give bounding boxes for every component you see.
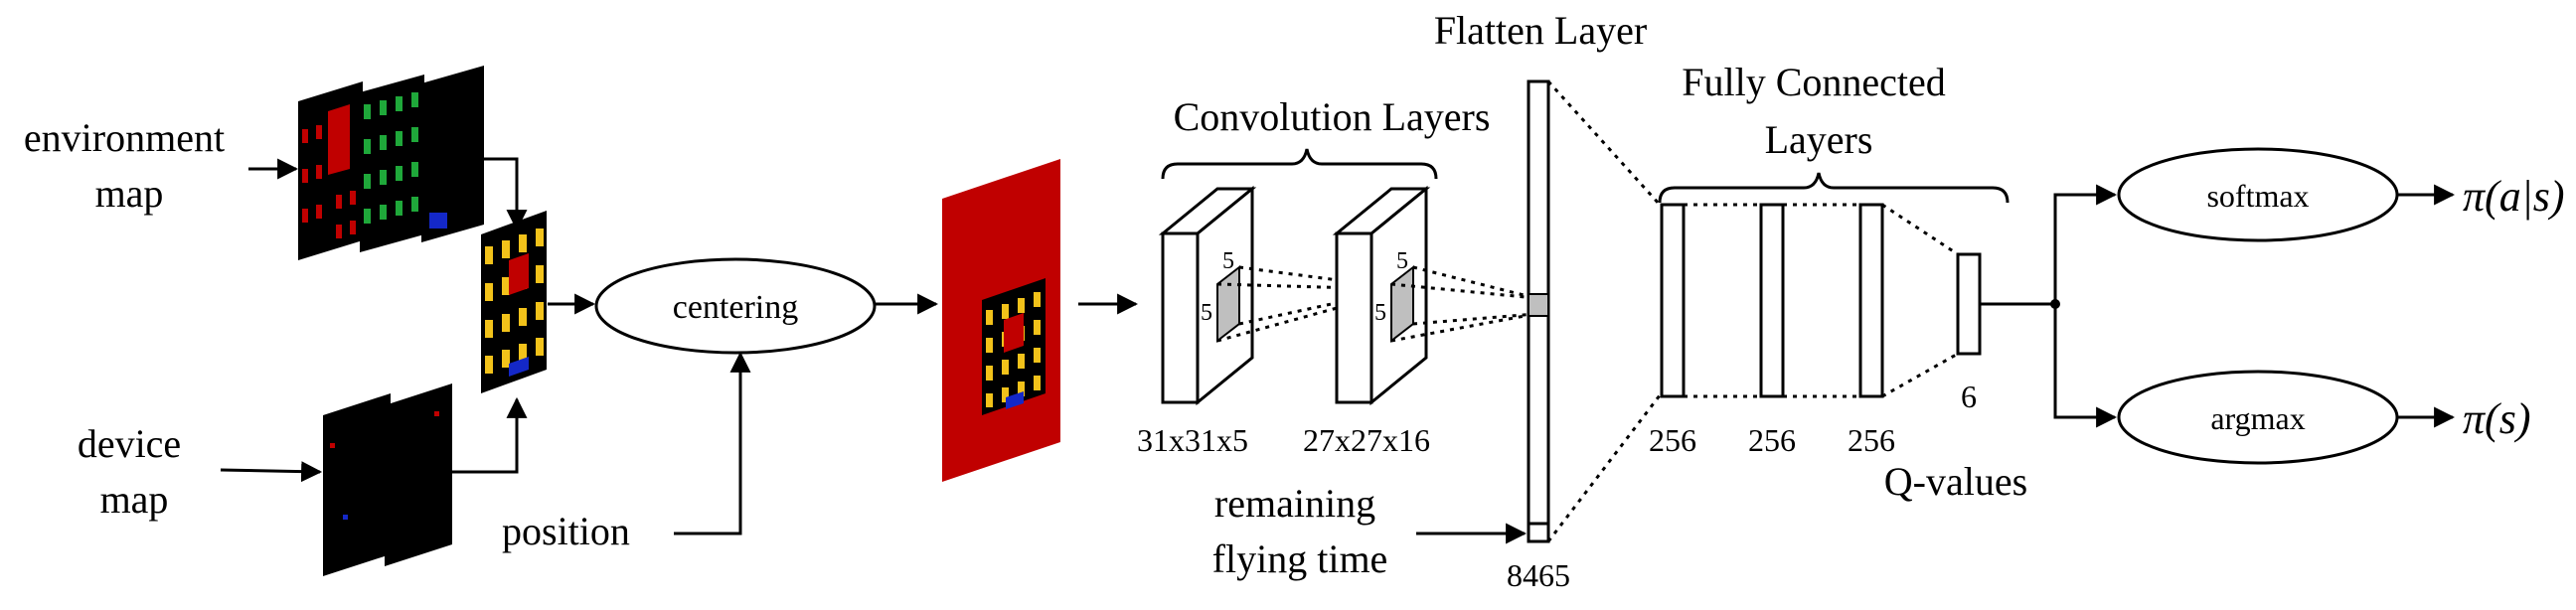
flatten-highlight-cell [1528,293,1549,317]
fully-connected-brace [1658,172,2010,204]
environment-map-red-windows [302,125,356,238]
flatten-layer-title: Flatten Layer [1434,8,1647,53]
environment-map-label: environment map [24,115,235,216]
fc-link-3-bottom [1881,352,1959,398]
arrow-to-softmax [2053,184,2118,304]
fc-link-3-top [1881,203,1959,256]
fc-layer-2 [1759,203,1785,398]
argmax-label: argmax [2210,400,2305,436]
conv-to-flatten-link-1 [1412,265,1536,300]
fc1-size-label: 256 [1649,422,1696,458]
combined-map [481,211,547,393]
conv2-size-label: 27x27x16 [1303,422,1430,458]
centered-map [942,159,1060,482]
conv1-kernel-height: 5 [1201,300,1212,326]
device-map-label: device map [78,421,191,522]
device-map-layer-2 [385,383,452,566]
arrow-env-to-combined [477,157,528,231]
q-size-label: 6 [1961,379,1977,414]
q-values-label: Q-values [1884,459,2027,504]
conv1-size-label: 31x31x5 [1137,422,1248,458]
arrow-position-to-centering [674,351,751,535]
conv-block-2 [1332,185,1431,406]
convolution-layers-title: Convolution Layers [1174,94,1491,139]
arrow-device-to-combined [452,396,528,474]
conv2-kernel-width: 5 [1396,248,1408,274]
convolution-brace [1161,148,1438,180]
policy-stochastic-label: π(a|s) [2463,172,2565,221]
fc-layer-3 [1858,203,1884,398]
remaining-flying-time-label: remaining flying time [1212,481,1388,581]
conv-to-flatten-link-2 [1412,312,1536,326]
flatten-to-fc-bottom [1546,394,1662,542]
fc-layer-1 [1660,203,1686,398]
flatten-to-fc-top [1546,79,1662,207]
centering-label: centering [673,289,799,326]
fc2-size-label: 256 [1748,422,1796,458]
conv-to-flatten-link-4 [1390,312,1536,343]
conv-to-flatten-link-3 [1390,282,1536,300]
environment-map-blue-layer [421,66,484,242]
arrow-to-argmax [2053,304,2118,428]
fc3-size-label: 256 [1848,422,1895,458]
conv2-kernel-height: 5 [1374,300,1386,326]
device-map-layer-1 [323,393,391,576]
conv-block-1 [1158,185,1257,406]
softmax-label: softmax [2206,178,2309,214]
centering-node [594,257,877,355]
policy-deterministic-label: π(s) [2463,394,2530,443]
flatten-size-label: 8465 [1507,557,1570,593]
position-label: position [502,509,630,553]
environment-map-green-layer [360,75,424,252]
environment-map-red-layer [298,81,363,260]
conv1-kernel-width: 5 [1222,248,1234,274]
q-values-layer [1956,252,1982,356]
fully-connected-title: Fully Connected Layers [1682,60,1956,162]
arrow-device-in [220,461,323,483]
